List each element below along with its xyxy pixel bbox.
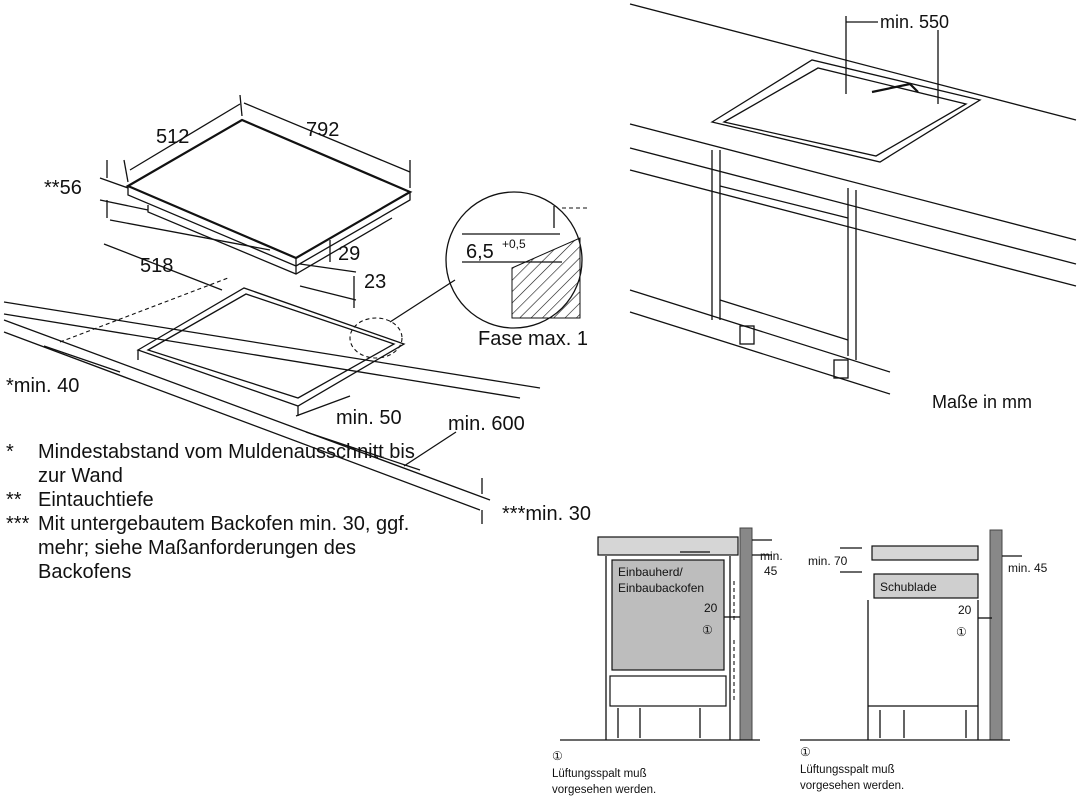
drawer-gap: 20 [958, 603, 972, 617]
legend-row: * Mindestabstand vom Muldenausschnitt bi… [6, 440, 446, 488]
drawer-note-2: vorgesehen werden. [800, 780, 904, 792]
dim-min-600: min. 600 [448, 413, 525, 435]
oven-note-1: Lüftungsspalt muß [552, 768, 647, 780]
dim-min-50: min. 50 [336, 407, 402, 429]
drawer-circle: ① [956, 625, 967, 639]
dim-23: 23 [364, 271, 386, 293]
drawer-min-70: min. 70 [808, 554, 848, 568]
detail-value: 6,5 [466, 241, 494, 263]
worktop-drawing [3, 277, 541, 524]
legend-text: Mit untergebautem Backofen min. 30, ggf.… [38, 513, 410, 583]
dim-29: 29 [338, 243, 360, 265]
dim-56: **56 [44, 177, 82, 199]
oven-label-1: Einbauherd/ [618, 565, 683, 579]
oven-box [611, 559, 725, 671]
drawer-note-circle: ① [800, 745, 811, 759]
dim-512: 512 [156, 126, 189, 148]
legend-mark: * [6, 441, 14, 463]
legend-row: ** Eintauchtiefe [6, 488, 446, 512]
oven-note-2: vorgesehen werden. [552, 784, 656, 796]
chamfer-detail [445, 191, 590, 329]
footnote-legend: * Mindestabstand vom Muldenausschnitt bi… [6, 440, 446, 584]
legend-mark: *** [6, 513, 30, 535]
legend-text: Mindestabstand vom Muldenausschnitt bis … [38, 441, 415, 487]
chamfer-label: Fase max. 1 [478, 328, 588, 350]
oven-note-circle: ① [552, 749, 563, 763]
legend-mark: ** [6, 489, 22, 511]
dim-518: 518 [140, 255, 173, 277]
detail-tolerance: +0,5 [502, 237, 526, 251]
oven-install-drawing [560, 527, 772, 741]
oven-circle: ① [702, 623, 713, 637]
legend-row: *** Mit untergebautem Backofen min. 30, … [6, 512, 446, 584]
cutout [136, 287, 406, 407]
oven-min-1: min. [760, 549, 783, 563]
units-note: Maße in mm [932, 392, 1032, 412]
hob-drawing [99, 94, 413, 308]
dim-792: 792 [306, 119, 339, 141]
drawer-box [873, 573, 979, 599]
oven-label-2: Einbaubackofen [618, 581, 704, 595]
dim-min-30: ***min. 30 [502, 503, 591, 525]
drawer-note-1: Lüftungsspalt muß [800, 764, 895, 776]
drawer-min-45: min. 45 [1008, 561, 1048, 575]
legend-text: Eintauchtiefe [38, 489, 154, 511]
oven-gap: 20 [704, 601, 718, 615]
cabinet-drawing [629, 3, 1077, 395]
dim-min-550: min. 550 [880, 12, 949, 32]
dim-min-40: *min. 40 [6, 375, 79, 397]
drawer-install-drawing [800, 529, 1022, 741]
oven-min-2: 45 [764, 564, 778, 578]
drawer-label: Schublade [880, 580, 937, 594]
